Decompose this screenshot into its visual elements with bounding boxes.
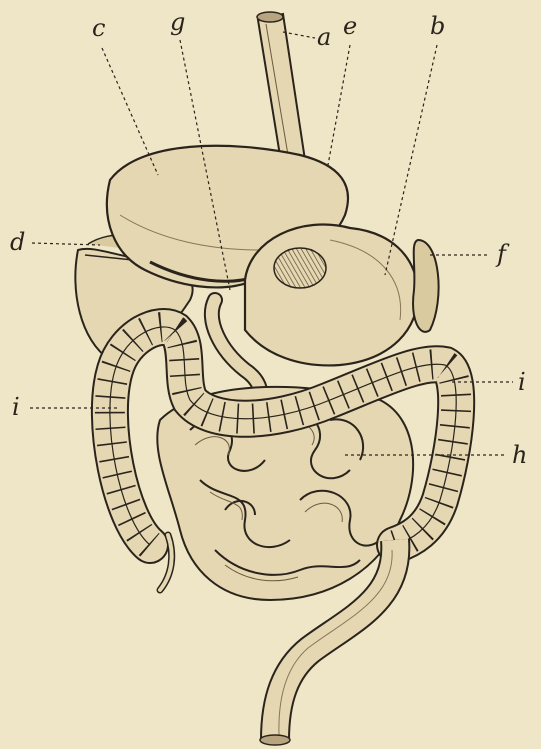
label-i-right: i (518, 370, 526, 394)
leader-e (328, 45, 350, 165)
label-g: g (170, 10, 185, 34)
label-c: c (92, 16, 105, 40)
label-a: a (317, 25, 331, 49)
label-e: e (343, 14, 357, 38)
label-i-left: i (12, 395, 20, 419)
label-h: h (512, 443, 527, 467)
label-b: b (430, 14, 445, 38)
leader-a (283, 32, 315, 38)
label-f: f (497, 242, 506, 266)
label-d: d (10, 230, 25, 254)
leader-b (385, 45, 437, 275)
esophagus (257, 12, 305, 168)
spleen (413, 240, 439, 332)
